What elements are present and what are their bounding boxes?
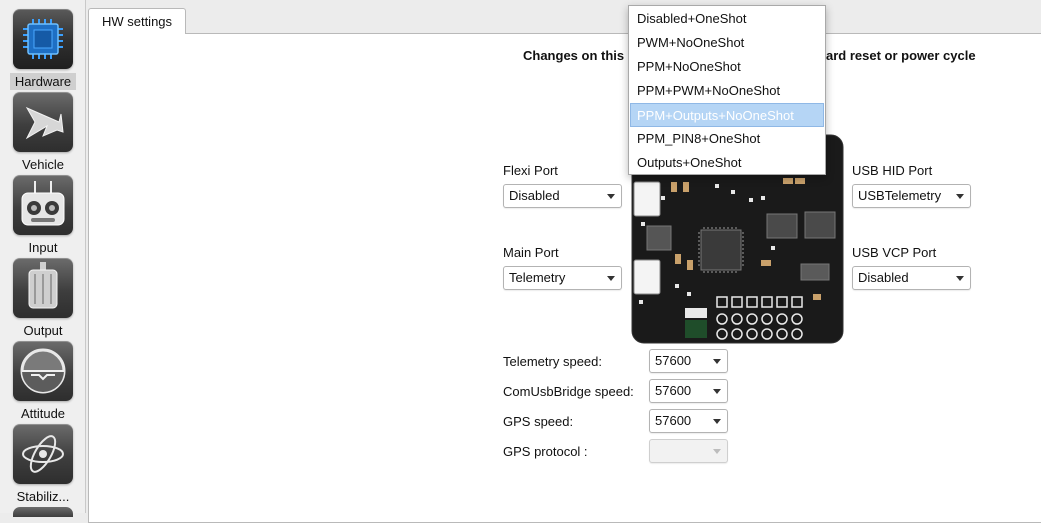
chip-icon <box>13 9 73 69</box>
main-port-label: Main Port <box>503 245 559 260</box>
sidebar-item-input[interactable]: Input <box>0 166 86 255</box>
sidebar-item-hardware[interactable]: Hardware <box>0 0 86 90</box>
sidebar-item-stabilization[interactable]: Stabiliz... <box>0 415 86 504</box>
reboot-notice-right: ard reset or power cycle <box>826 48 976 63</box>
main-port-select[interactable]: Telemetry <box>503 266 622 290</box>
dropdown-option[interactable]: Outputs+OneShot <box>637 155 742 170</box>
gps-speed-value: 57600 <box>655 413 692 428</box>
motor-icon <box>13 258 73 318</box>
usb-vcp-port-value: Disabled <box>858 270 909 285</box>
comusbbridge-speed-label: ComUsbBridge speed: <box>503 384 634 399</box>
attitude-indicator-icon <box>13 341 73 401</box>
rc-transmitter-icon <box>13 175 73 235</box>
chevron-down-icon <box>956 276 964 281</box>
dropdown-option[interactable]: PPM+PWM+NoOneShot <box>637 83 781 98</box>
usb-hid-port-label: USB HID Port <box>852 163 933 178</box>
flexi-port-label: Flexi Port <box>503 163 558 178</box>
dropdown-option[interactable]: PWM+NoOneShot <box>637 35 745 50</box>
dropdown-option[interactable]: PPM+NoOneShot <box>637 59 741 74</box>
gps-speed-select[interactable]: 57600 <box>649 409 728 433</box>
telemetry-speed-select[interactable]: 57600 <box>649 349 728 373</box>
flexi-port-select[interactable]: Disabled <box>503 184 622 208</box>
sidebar-item-label: Vehicle <box>22 157 64 172</box>
sidebar-item-label: Hardware <box>10 73 76 90</box>
chevron-down-icon <box>713 389 721 394</box>
main-port-value: Telemetry <box>509 270 566 285</box>
gps-protocol-label: GPS protocol : <box>503 444 588 459</box>
dropdown-option[interactable]: PPM+Outputs+NoOneShot <box>630 103 824 127</box>
gps-speed-label: GPS speed: <box>503 414 574 429</box>
sidebar-item-output[interactable]: Output <box>0 249 86 338</box>
chevron-down-icon <box>713 419 721 424</box>
chevron-down-icon <box>713 449 721 454</box>
flexi-port-value: Disabled <box>509 188 560 203</box>
chevron-down-icon <box>607 276 615 281</box>
sidebar-item-partial <box>13 507 73 517</box>
sidebar-item-label: Attitude <box>20 406 66 421</box>
sidebar-item-vehicle[interactable]: Vehicle <box>0 83 86 172</box>
sidebar-item-label: Stabiliz... <box>16 489 70 504</box>
dropdown-option[interactable]: Disabled+OneShot <box>637 11 747 26</box>
chevron-down-icon <box>956 194 964 199</box>
sidebar-item-attitude[interactable]: Attitude <box>0 332 86 421</box>
sidebar-item-label: Output <box>23 323 63 338</box>
telemetry-speed-label: Telemetry speed: <box>503 354 602 369</box>
chevron-down-icon <box>713 359 721 364</box>
chevron-down-icon <box>607 194 615 199</box>
dropdown-option[interactable]: PPM_PIN8+OneShot <box>637 131 761 146</box>
tab-hw-settings[interactable]: HW settings <box>88 8 186 34</box>
usb-vcp-port-select[interactable]: Disabled <box>852 266 971 290</box>
gps-protocol-select <box>649 439 728 463</box>
usb-hid-port-select[interactable]: USBTelemetry <box>852 184 971 208</box>
aircraft-icon <box>13 92 73 152</box>
telemetry-speed-value: 57600 <box>655 353 692 368</box>
comusbbridge-speed-value: 57600 <box>655 383 692 398</box>
gyroscope-icon <box>13 424 73 484</box>
reboot-notice-left: Changes on this <box>523 48 625 63</box>
usb-vcp-port-label: USB VCP Port <box>852 245 937 260</box>
sidebar: Hardware Vehicle Input <box>0 0 86 517</box>
sidebar-item-label: Input <box>28 240 58 255</box>
usb-hid-port-value: USBTelemetry <box>858 188 942 203</box>
comusbbridge-speed-select[interactable]: 57600 <box>649 379 728 403</box>
flight-controller-board-image <box>631 134 844 344</box>
